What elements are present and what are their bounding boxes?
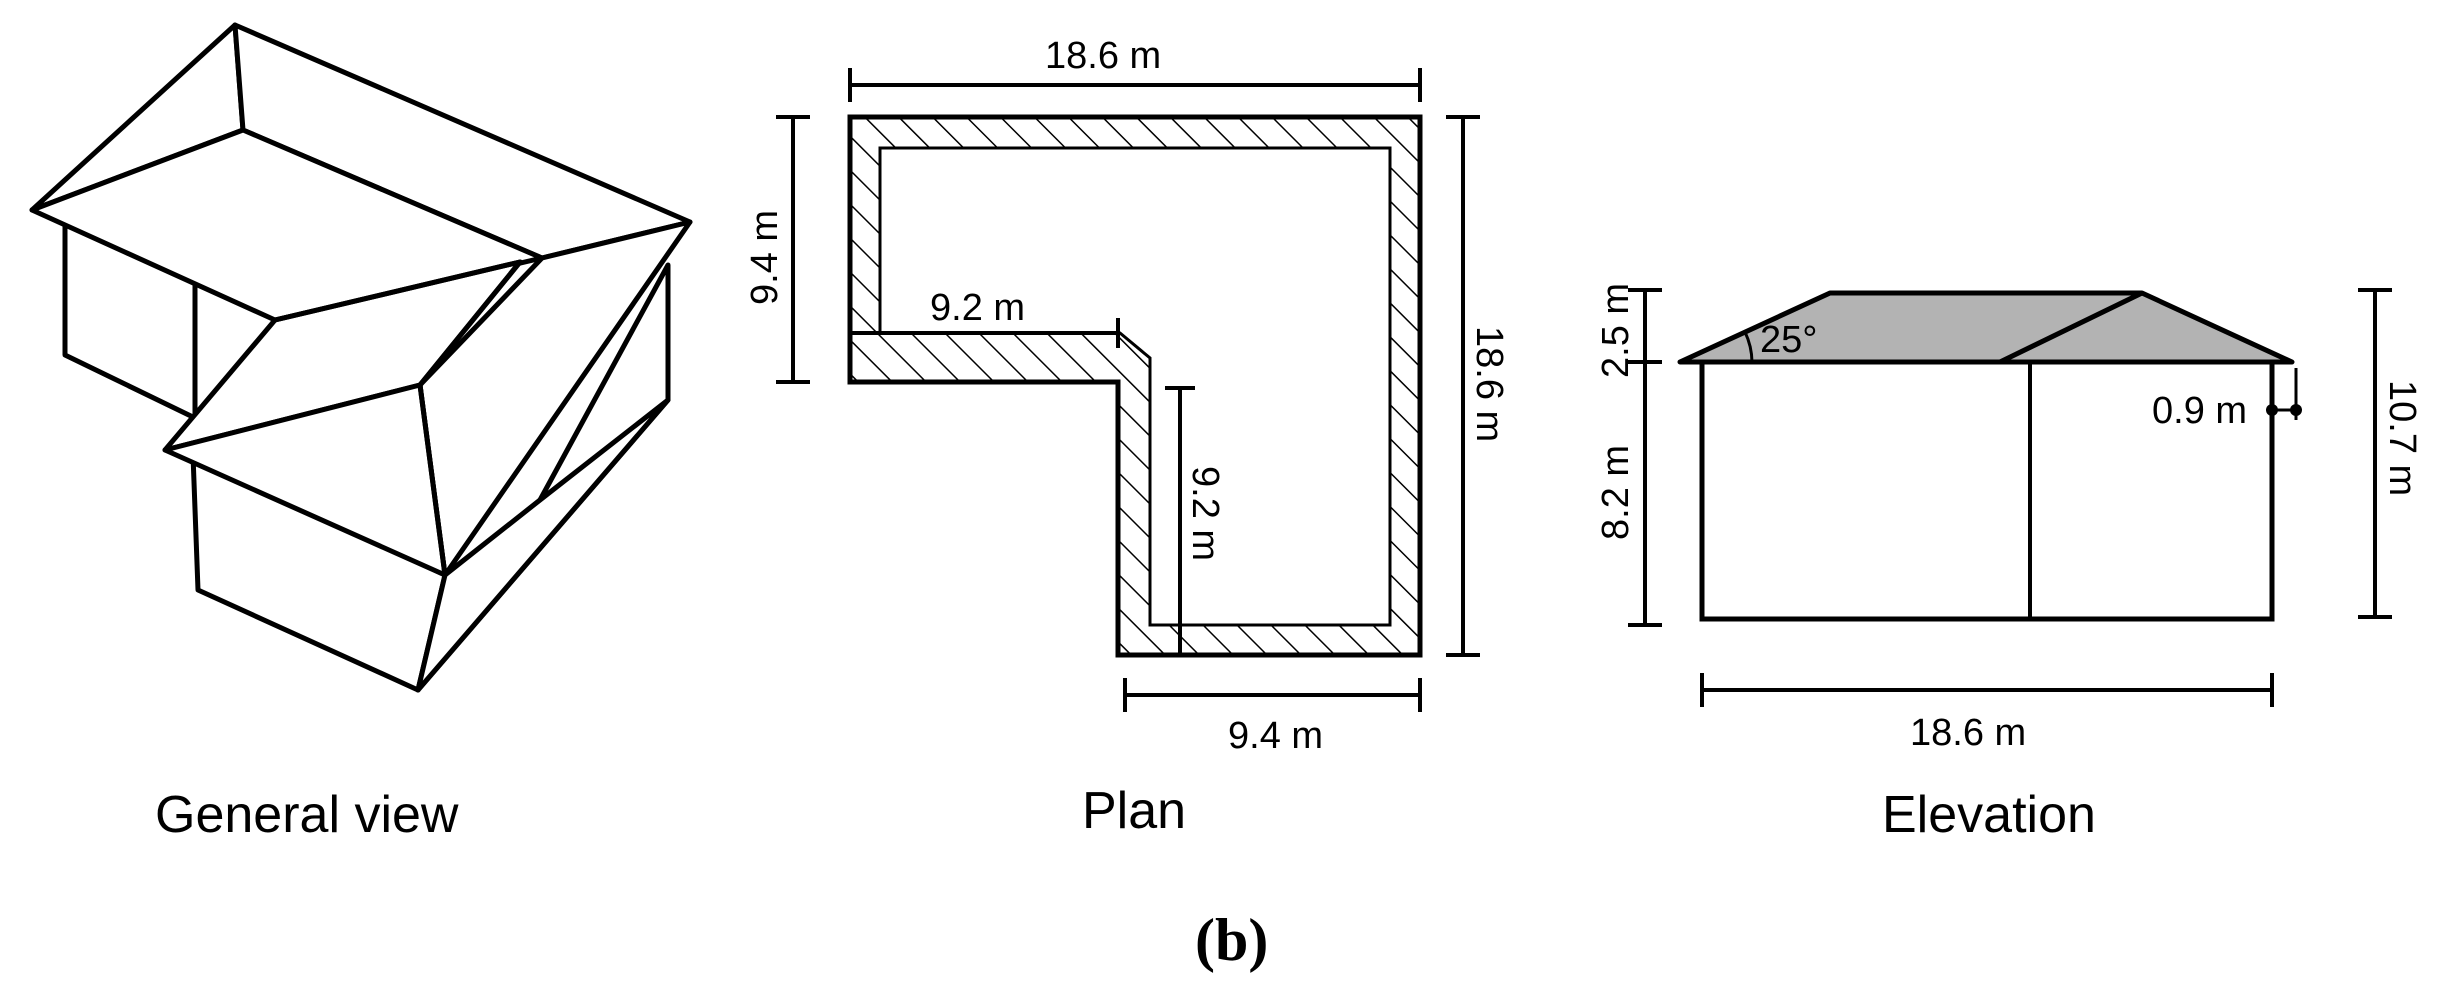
elevation-dim-wall-height-label: 8.2 m <box>1595 445 1637 540</box>
plan-dim-inner-horizontal <box>850 318 1120 348</box>
plan-dim-top <box>848 68 1422 102</box>
plan-dim-left <box>776 115 810 384</box>
plan-dim-right-label: 18.6 m <box>1468 326 1510 442</box>
roof-ridge-c <box>417 382 448 578</box>
plan-dim-inner-vertical <box>1165 386 1195 655</box>
overhang-dot-right <box>2290 404 2302 416</box>
elevation-dim-roof-height-label: 2.5 m <box>1595 283 1637 378</box>
plan-dim-inner-vertical-label: 9.2 m <box>1184 466 1226 561</box>
elevation-caption: Elevation <box>1882 786 2096 844</box>
elevation-roof-hip-line <box>1998 290 2144 365</box>
plan-dim-bottom-label: 9.4 m <box>1228 715 1323 757</box>
elevation-wall <box>1699 359 2275 622</box>
general-view-caption: General view <box>155 786 459 844</box>
plan-dim-bottom <box>1123 678 1422 712</box>
roof-angle-arc <box>1743 331 1754 363</box>
overhang-dot-left <box>2266 404 2278 416</box>
elevation-dim-left <box>1628 288 1662 627</box>
plan-dim-right <box>1446 115 1480 657</box>
elevation-dim-width <box>1700 673 2274 707</box>
elevation-dim-overhang-label: 0.9 m <box>2152 390 2247 432</box>
plan-outline-outer <box>847 114 1423 658</box>
roof-ridge-b <box>417 259 523 388</box>
plan-dim-left-label: 9.4 m <box>744 210 786 305</box>
plan-view: 18.6 m 9.4 m 9.2 m 9.2 m 18.6 m <box>744 35 1510 757</box>
plan-caption: Plan <box>1082 782 1186 840</box>
front-block-wall-side <box>415 397 671 693</box>
panel-label: (b) <box>1195 907 1268 973</box>
plan-dim-top-label: 18.6 m <box>1045 35 1161 77</box>
roof-angle-label: 25° <box>1760 319 1817 361</box>
elevation-dim-total <box>2358 288 2392 619</box>
elevation-dim-width-label: 18.6 m <box>1910 712 2026 754</box>
roof-ridge-a <box>272 259 523 323</box>
elevation-view: 25° 2.5 m 8.2 m 0.9 m 10.7 m <box>1595 283 2423 754</box>
elevation-dim-total-height-label: 10.7 m <box>2381 380 2423 496</box>
plan-dim-inner-horizontal-label: 9.2 m <box>930 287 1025 329</box>
plan-wall-hatch <box>850 117 1420 655</box>
general-view <box>29 22 693 693</box>
